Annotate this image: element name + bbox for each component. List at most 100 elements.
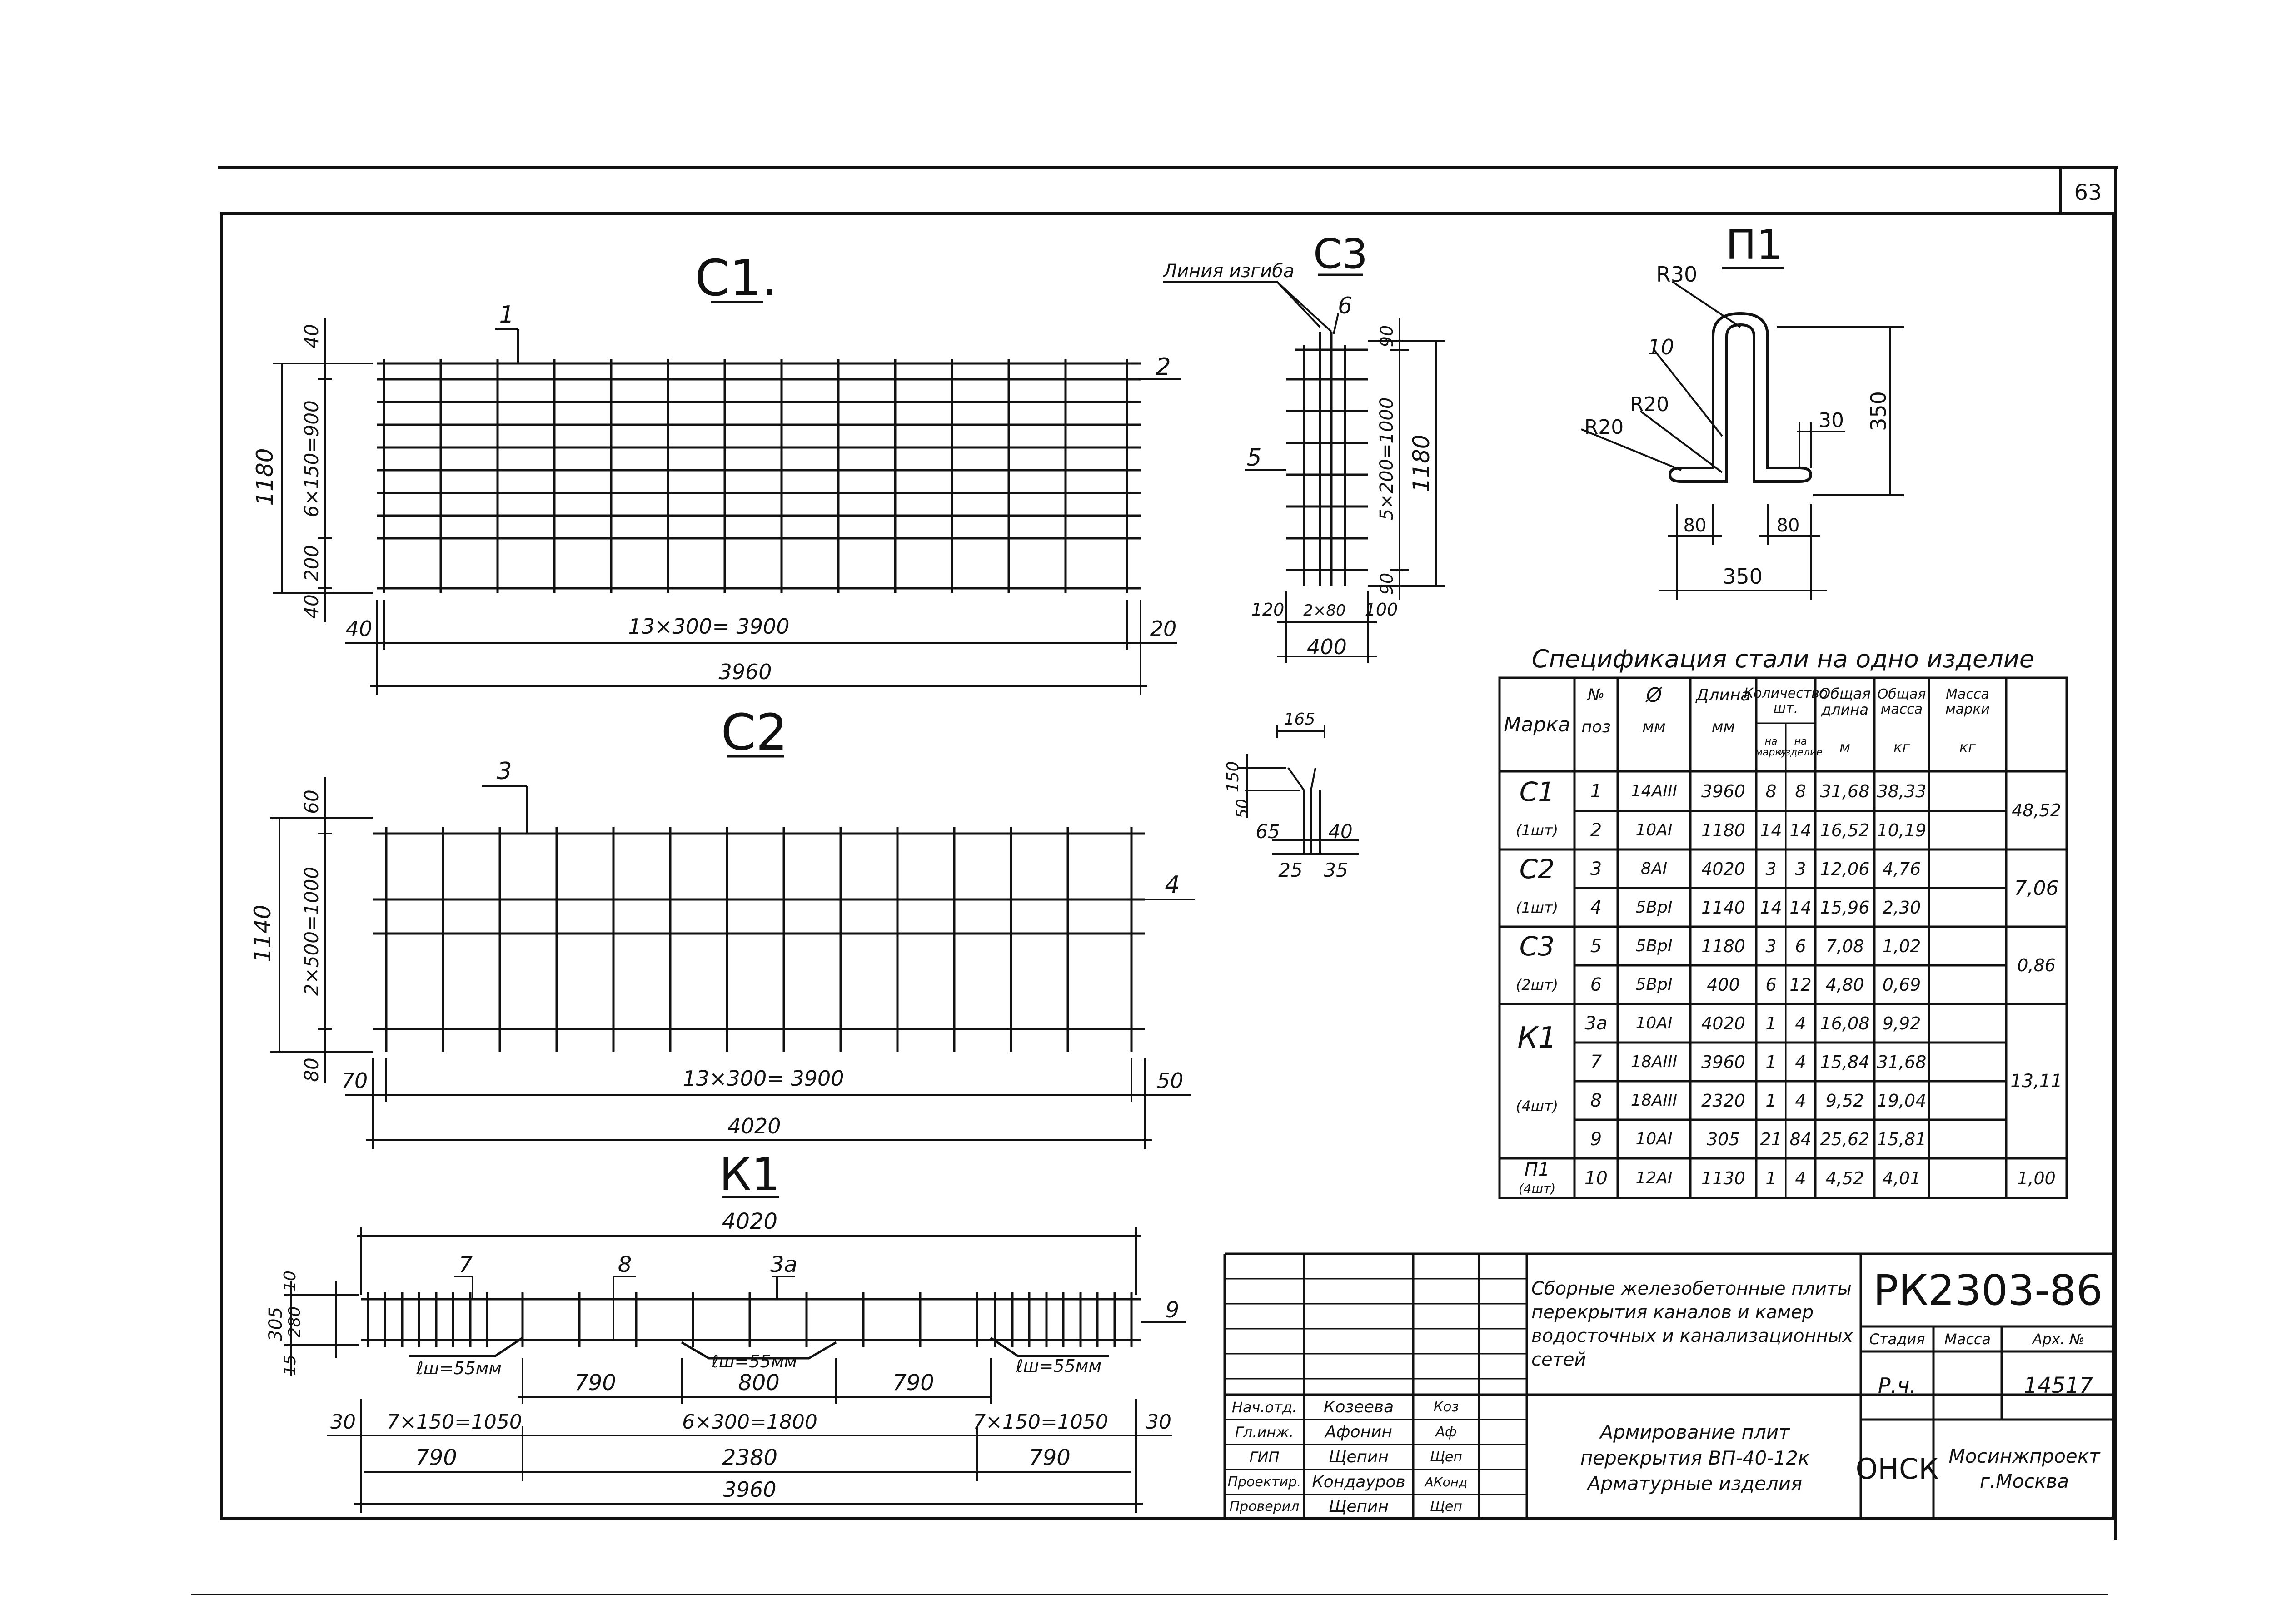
spec-row: 2 10АI 1180 14 14 16,52 10,19 [1574, 811, 2006, 849]
p1-dim-right-foot: 80 [1777, 515, 1800, 536]
spec-cell-qmark: 3 [1765, 936, 1777, 956]
spec-cell-tmass: 38,33 [1877, 781, 1927, 801]
spec-cell-qmark: 21 [1760, 1129, 1782, 1149]
spec-cell-diam: 18АIII [1630, 1091, 1678, 1110]
staff-row: Проектир. Кондауров АКонд [1225, 1470, 1527, 1495]
archive-label: Арх. № [2032, 1330, 2085, 1348]
spec-cell-pos: 6 [1590, 974, 1602, 995]
spec-header-pos: поз [1581, 717, 1611, 736]
c1-dim-middle: 6×150=900 [300, 400, 323, 517]
c3-dim-middle: 5×200=1000 [1376, 397, 1397, 521]
detail-dim-bottom-left: 25 [1278, 859, 1302, 881]
staff-role: Проверил [1229, 1498, 1300, 1515]
spec-cell-length: 1130 [1701, 1168, 1745, 1188]
k1-dim-low2: 2380 [722, 1445, 777, 1470]
spec-header-diam-unit: мм [1642, 718, 1666, 736]
k1-dim-edge-right: 30 [1146, 1410, 1171, 1434]
spec-group-mass: 13,11 [2010, 1071, 2063, 1092]
drawing-title: Армирование плит перекрытия ВП-40-12к Ар… [1580, 1420, 1810, 1495]
staff-role: ГИП [1249, 1448, 1280, 1466]
spec-cell-diam: 10АI [1635, 1130, 1673, 1148]
staff-signature: Аф [1435, 1424, 1457, 1440]
staff-name: Козеева [1323, 1398, 1394, 1416]
k1-frame-bars [361, 1292, 1141, 1360]
detail-dim-left-top: 150 [1224, 761, 1242, 793]
spec-cell-tlen: 9,52 [1825, 1090, 1864, 1111]
c1-dim-right: 20 [1150, 616, 1177, 641]
c2-dim-total: 4020 [727, 1114, 781, 1138]
k1-dim-h-bottom: 15 [281, 1355, 299, 1376]
c2-dim-span: 13×300= 3900 [683, 1066, 844, 1091]
spec-cell-length: 1180 [1701, 936, 1745, 956]
k1-dim-total-bottom: 3960 [723, 1477, 776, 1502]
spec-header-qty: Количество шт. [1744, 685, 1828, 716]
spec-cell-tmass: 15,81 [1877, 1129, 1927, 1149]
title-block-grid [1223, 1252, 2115, 1518]
spec-group-mark: К1 [1517, 1021, 1557, 1055]
spec-group-count: (2шт) [1515, 976, 1559, 993]
k1-weld-left: ℓш=55мм [416, 1358, 502, 1378]
c3-dim-right: 100 [1365, 600, 1398, 620]
spec-header-mark-mass-unit: кг [1959, 739, 1976, 756]
staff-name: Кондауров [1312, 1473, 1405, 1491]
mesh-c1: С1. [252, 249, 1181, 695]
spec-cell-tmass: 1,02 [1882, 936, 1921, 956]
spec-cell-qitem: 4 [1795, 1090, 1806, 1111]
spec-group-mark: С1 [1519, 776, 1555, 807]
c3-pos-6: 6 [1338, 293, 1352, 319]
mass-label: Масса [1944, 1330, 1991, 1348]
p1-radius-top: R30 [1656, 262, 1698, 287]
spec-row: 3а 10АI 4020 1 4 16,08 9,92 [1574, 1004, 2006, 1043]
spec-group-mark: С2 [1519, 853, 1555, 884]
spec-cell-diam: 14АIII [1630, 782, 1678, 800]
k1-pos-9: 9 [1166, 1297, 1180, 1323]
c3-grid [1286, 332, 1368, 586]
spec-cell-qmark: 3 [1765, 859, 1777, 879]
spec-cell-pos: 1 [1590, 780, 1602, 802]
p1-radius-mid: R20 [1630, 393, 1669, 416]
spec-cell-pos: 4 [1590, 897, 1602, 918]
spec-row: 5 5ВрI 1180 3 6 7,08 1,02 [1574, 927, 2006, 965]
spec-group-mark: П1 [1524, 1159, 1550, 1180]
spec-cell-length: 1140 [1701, 897, 1745, 918]
spec-group-mass: 1,00 [2017, 1168, 2056, 1188]
c1-dim-height: 1180 [252, 448, 278, 506]
spec-cell-qitem: 4 [1795, 1168, 1806, 1188]
spec-cell-tlen: 12,06 [1820, 859, 1870, 879]
staff-signature: АКонд [1425, 1475, 1468, 1490]
k1-dim-800: 800 [738, 1370, 780, 1396]
spec-header-pos-no: № [1587, 685, 1605, 705]
bar-p1: П1 R30 10 R20 R20 30 350 80 8 [1581, 221, 1904, 600]
spec-cell-diam: 12АI [1635, 1169, 1673, 1187]
spec-row: 3 8АI 4020 3 3 12,06 4,76 [1574, 849, 2006, 888]
detail-dim-left-bottom: 50 [1233, 799, 1251, 818]
spec-cell-tlen: 31,68 [1820, 781, 1870, 801]
k1-pos-8: 8 [618, 1252, 632, 1277]
staff-role: Нач.отд. [1231, 1398, 1297, 1416]
k1-dim-seg1: 7×150=1050 [387, 1410, 522, 1434]
spec-row: 4 5ВрI 1140 14 14 15,96 2,30 [1574, 888, 2006, 927]
spec-cell-tmass: 4,76 [1882, 859, 1921, 879]
spec-group-count: (4шт) [1518, 1181, 1556, 1196]
spec-cell-tlen: 4,80 [1825, 974, 1864, 995]
staff-signature: Щеп [1430, 1498, 1462, 1515]
k1-dim-edge-left: 30 [330, 1410, 356, 1434]
c3-dim-height: 1180 [1408, 434, 1435, 492]
spec-cell-tlen: 16,08 [1820, 1013, 1870, 1033]
c2-dim-right: 50 [1157, 1068, 1184, 1093]
spec-cell-qitem: 6 [1795, 936, 1806, 956]
spec-header-length-unit: мм [1711, 718, 1735, 736]
c3-dim-top: 90 [1377, 325, 1397, 347]
k1-dim-790-a: 790 [574, 1370, 616, 1396]
p1-pos-10: 10 [1648, 335, 1674, 359]
staff-row: Проверил Щепин Щеп [1225, 1495, 1527, 1518]
c1-pos-2: 2 [1156, 353, 1171, 381]
staff-name: Щепин [1329, 1497, 1389, 1516]
spec-cell-qitem: 84 [1789, 1129, 1812, 1149]
c3-dim-total: 400 [1307, 635, 1347, 659]
spec-cell-tmass: 0,69 [1882, 974, 1921, 995]
c1-dim-left: 40 [346, 616, 373, 641]
staff-name: Щепин [1329, 1448, 1389, 1466]
c1-pos-1: 1 [499, 301, 514, 328]
